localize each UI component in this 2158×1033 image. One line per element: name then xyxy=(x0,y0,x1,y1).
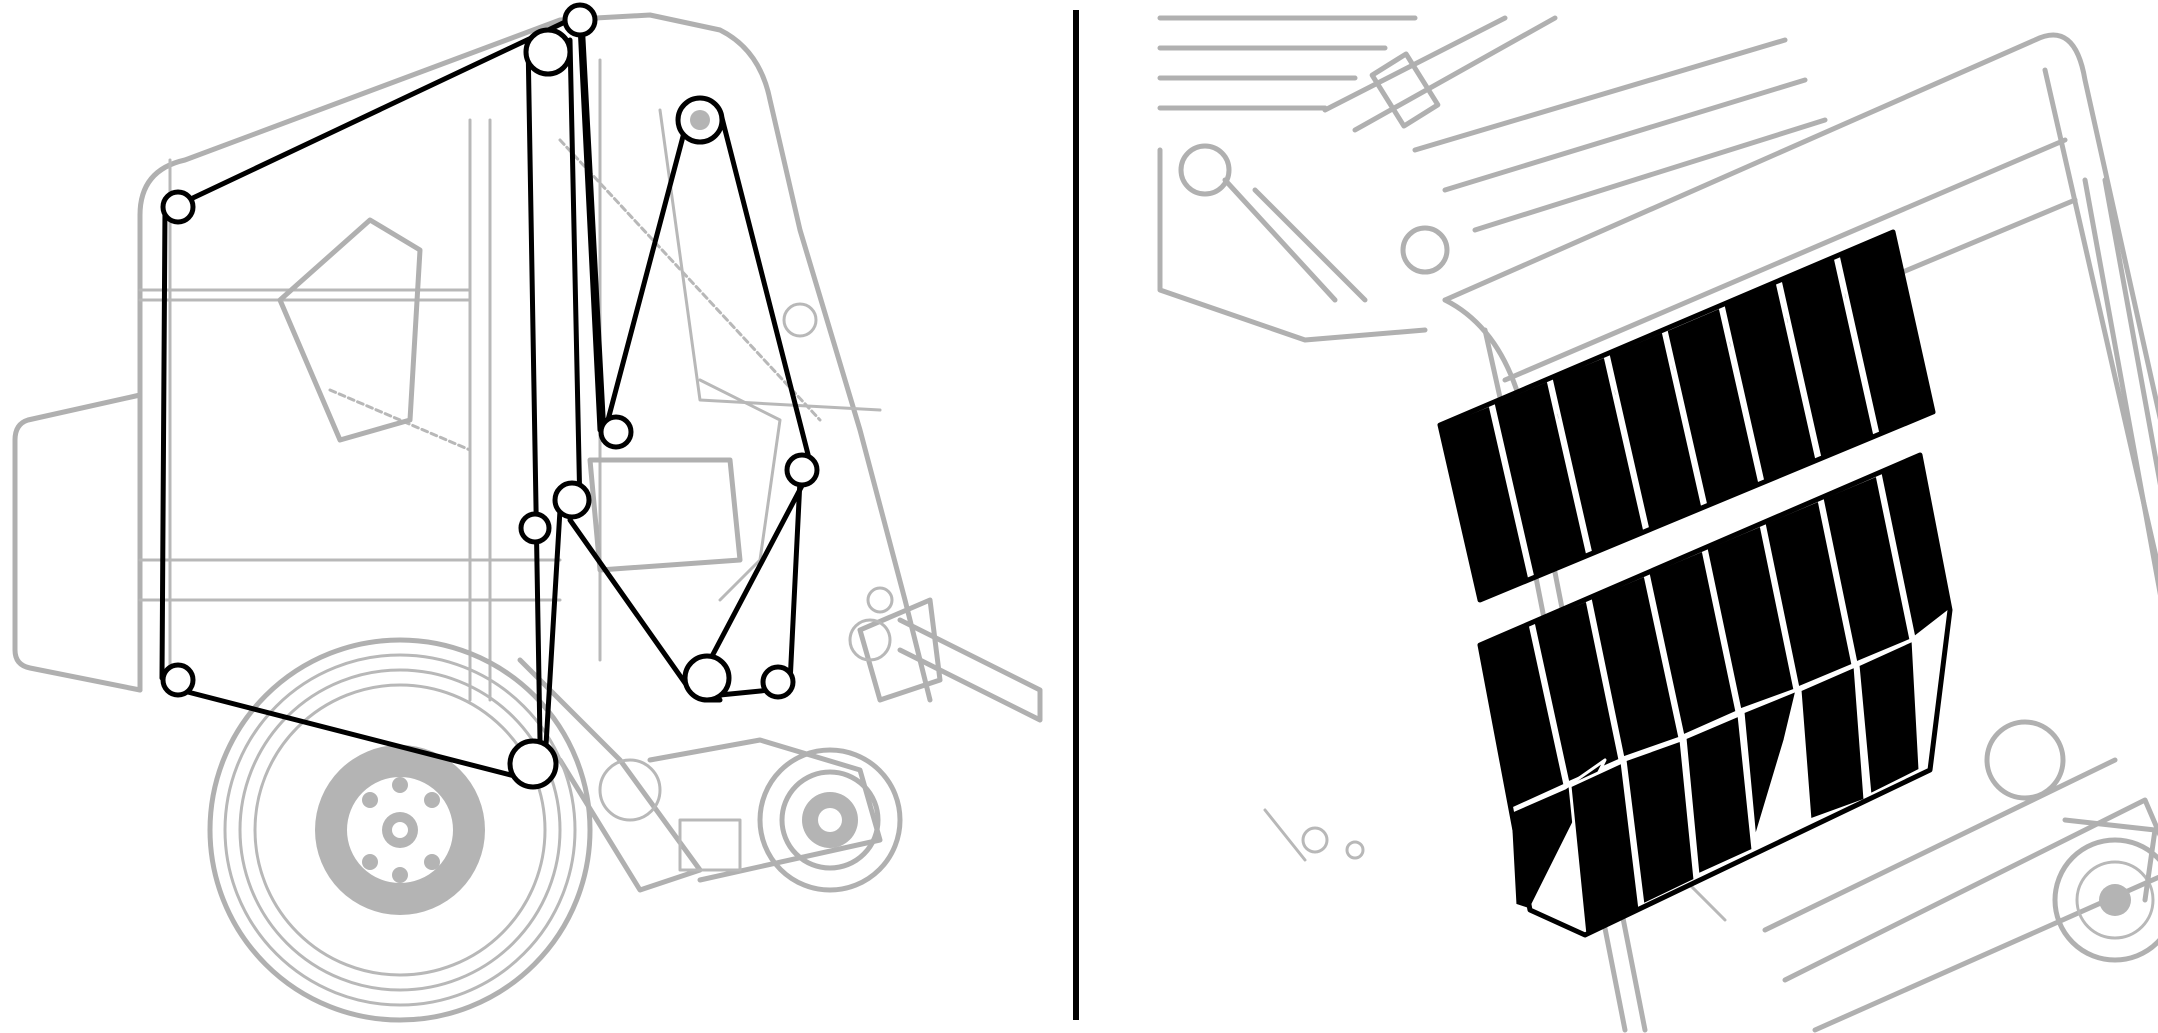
tailgate-drawing xyxy=(1157,15,2158,1033)
baler-body-outline xyxy=(12,12,1043,1023)
left-panel-belt-routing xyxy=(0,0,1070,1033)
upper-panel-blocks xyxy=(1437,229,1936,603)
roller-mid-left xyxy=(518,511,552,545)
roller-bottom-right xyxy=(682,653,732,703)
roller-front-top xyxy=(160,189,196,225)
roller-top-left xyxy=(523,27,573,77)
belt-rollers xyxy=(160,2,820,790)
belt-routing-path xyxy=(159,11,815,783)
roller-top-right-hub xyxy=(690,110,710,130)
roller-top-idler xyxy=(562,2,598,38)
roller-right xyxy=(784,452,820,488)
roller-bottom-drive xyxy=(507,738,559,790)
roller-front-bottom xyxy=(160,662,196,698)
right-panel-tailgate xyxy=(1085,0,2158,1033)
lower-strip-4 xyxy=(1683,713,1755,877)
roller-mid xyxy=(552,480,592,520)
baler-side-view-drawing xyxy=(12,2,1043,1023)
panel-divider xyxy=(1073,10,1079,1020)
lower-strip-5 xyxy=(1741,688,1799,842)
lower-strip-6 xyxy=(1798,664,1867,822)
roller-tension-arm xyxy=(598,414,634,450)
tailgate-outline xyxy=(1157,15,2158,1033)
lower-strip-7 xyxy=(1856,638,1922,797)
lower-panel-blocks xyxy=(1477,452,1953,938)
roller-bottom-far-right xyxy=(760,664,796,700)
